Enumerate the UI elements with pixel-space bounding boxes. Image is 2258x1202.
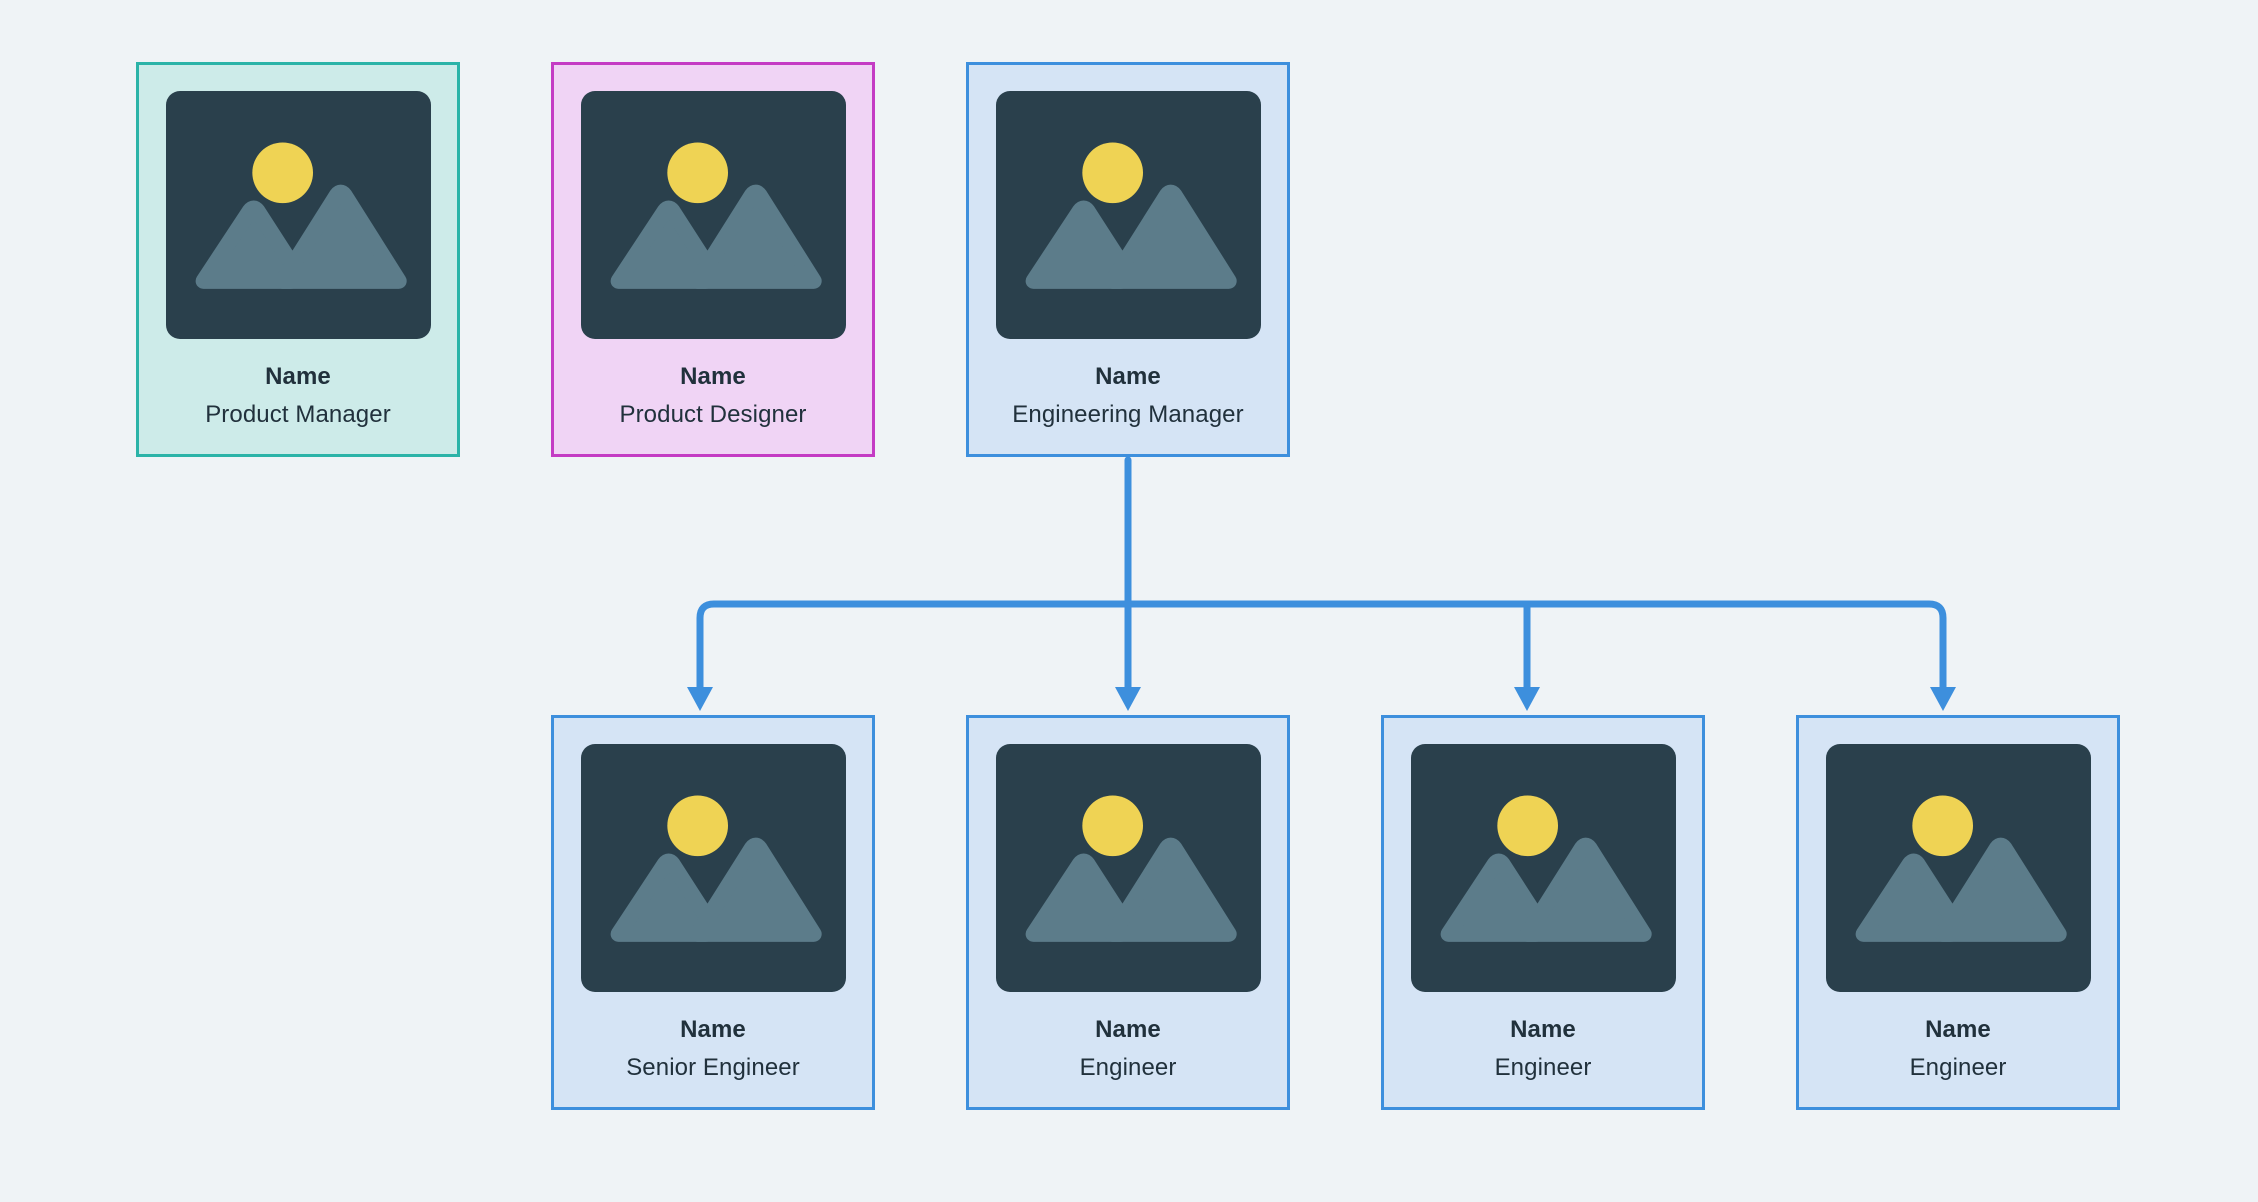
org-node-text: Name Product Manager [139, 339, 457, 433]
image-placeholder-icon [1410, 744, 1676, 992]
org-node-text: Name Product Designer [554, 339, 872, 433]
org-node-name: Name [1925, 1016, 1991, 1043]
org-node-role: Engineer [1909, 1054, 2007, 1082]
image-placeholder-icon [165, 91, 431, 339]
image-placeholder-icon [580, 744, 846, 992]
org-node-engineer-1[interactable]: Name Engineer [966, 715, 1290, 1110]
org-node-role: Engineer [1494, 1054, 1592, 1082]
image-placeholder-icon [995, 91, 1261, 339]
image-placeholder-icon [1825, 744, 2091, 992]
org-node-role: Engineering Manager [1012, 401, 1244, 429]
org-node-product-manager[interactable]: Name Product Manager [136, 62, 460, 457]
org-node-name: Name [1095, 1016, 1161, 1043]
org-node-role: Product Designer [619, 401, 807, 429]
org-node-role: Product Manager [205, 401, 391, 429]
org-node-product-designer[interactable]: Name Product Designer [551, 62, 875, 457]
org-node-engineering-manager[interactable]: Name Engineering Manager [966, 62, 1290, 457]
org-node-name: Name [1510, 1016, 1576, 1043]
org-node-engineer-3[interactable]: Name Engineer [1796, 715, 2120, 1110]
image-placeholder-icon [995, 744, 1261, 992]
org-node-name: Name [1095, 363, 1161, 390]
org-node-role: Engineer [1079, 1054, 1177, 1082]
org-node-text: Name Engineer [969, 992, 1287, 1086]
org-node-name: Name [680, 1016, 746, 1043]
org-node-name: Name [265, 363, 331, 390]
org-node-text: Name Engineering Manager [969, 339, 1287, 433]
org-node-text: Name Senior Engineer [554, 992, 872, 1086]
org-node-engineer-2[interactable]: Name Engineer [1381, 715, 1705, 1110]
org-node-senior-engineer[interactable]: Name Senior Engineer [551, 715, 875, 1110]
org-node-name: Name [680, 363, 746, 390]
org-node-role: Senior Engineer [626, 1054, 800, 1082]
org-node-text: Name Engineer [1799, 992, 2117, 1086]
image-placeholder-icon [580, 91, 846, 339]
org-node-text: Name Engineer [1384, 992, 1702, 1086]
